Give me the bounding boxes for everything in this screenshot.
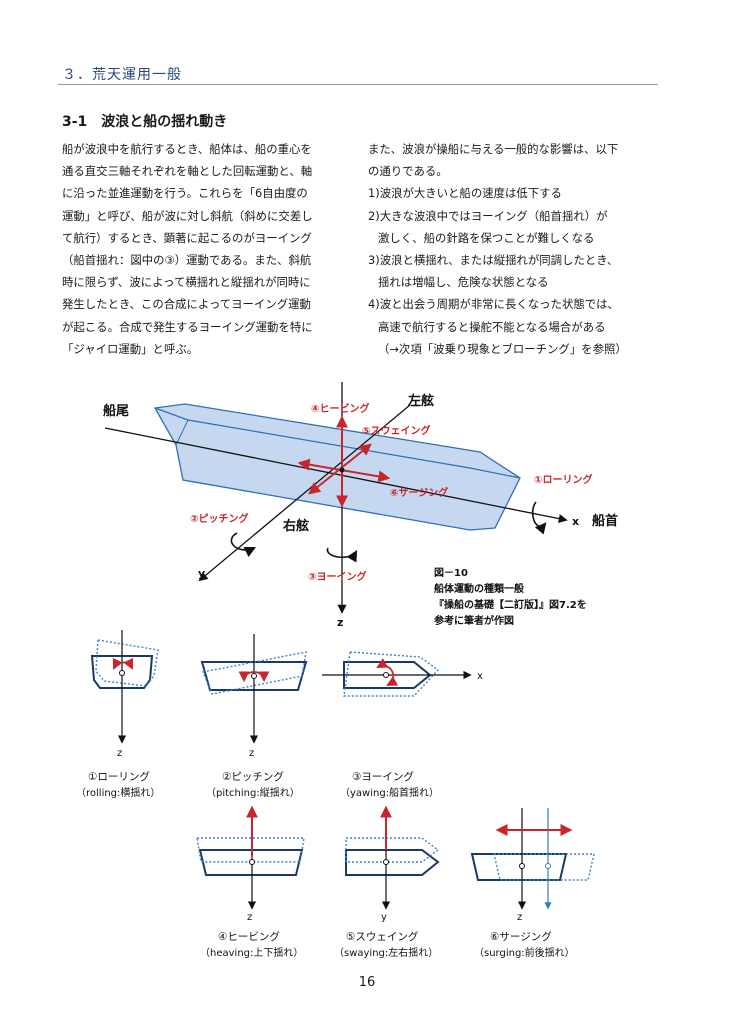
body-right-column: また、波浪が操船に与える一般的な影響は、以下 の通りである。 1)波浪が大きいと… (368, 138, 627, 360)
body-left-column: 船が波浪中を航行するとき、船体は、船の重心を 通る直交三軸それぞれを軸とした回転… (62, 138, 313, 360)
stern-label: 船尾 (103, 403, 129, 419)
chapter-title: ３．荒天運用一般 (62, 67, 182, 83)
body-line: 発生したとき、この合成によってヨーイング運動 (62, 297, 311, 312)
figure-caption: 図－10 船体運動の種類一般 『操船の基礎【二訂版】』図7.2を 参考に筆者が作… (434, 567, 587, 627)
list-item-continuation: 高速で航行すると操舵不能となる場合がある (378, 319, 606, 334)
list-item-continuation: 揺れは増幅し、危険な状態となる (378, 275, 549, 290)
svg-text:図－10: 図－10 (434, 567, 468, 579)
starboard-label: 右舷 (282, 518, 309, 534)
heaving-label: ④ヒービング (311, 402, 369, 415)
yawing-rotation-icon (326, 547, 358, 563)
reference-note: （→次項「波乗り現象とブローチング」を参照） (378, 341, 627, 356)
yawing-label: ③ヨーイング (308, 570, 366, 583)
body-line: 時に限らず、波によって横揺れと縦揺れが同時に (62, 275, 311, 290)
z-axis-label: z (337, 616, 343, 629)
list-item-continuation: 激しく、船の針路を保つことが難しくなる (378, 230, 595, 245)
svg-text:⑤スウェイング: ⑤スウェイング (346, 930, 419, 943)
body-line: の通りである。 (368, 164, 448, 179)
svg-text:（swaying:左右揺れ）: （swaying:左右揺れ） (334, 946, 438, 959)
rolling-rotation-icon (531, 501, 547, 535)
svg-text:（pitching:縦揺れ）: （pitching:縦揺れ） (206, 786, 300, 799)
pitching-rotation-icon (230, 532, 257, 558)
body-line: 船が波浪中を航行するとき、船体は、船の重心を (62, 142, 312, 156)
list-item: 3)波浪と横揺れ、または縦揺れが同調したとき、 (368, 252, 619, 267)
y-axis-line (198, 404, 411, 582)
body-line: 通る直交三軸それぞれを軸とした回転運動と、軸 (62, 164, 313, 179)
surging-label: ⑥サージング (390, 486, 448, 499)
swaying-subfigure: y ⑤スウェイング （swaying:左右揺れ） (334, 805, 440, 959)
motion-arrows-center (297, 415, 391, 508)
page-number: 16 (358, 975, 376, 990)
swaying-label: ⑤スウェイング (362, 424, 430, 437)
svg-text:④ヒービング: ④ヒービング (218, 930, 280, 943)
body-line: （船首揺れ：図中の③）運動である。また、斜航 (62, 252, 312, 267)
y-axis-label: y (198, 567, 205, 580)
svg-text:z: z (117, 748, 122, 759)
svg-text:『操船の基礎【二訂版】』図7.2を: 『操船の基礎【二訂版】』図7.2を (434, 598, 587, 611)
svg-text:（yawing:船首揺れ）: （yawing:船首揺れ） (340, 786, 439, 799)
svg-text:（heaving:上下揺れ）: （heaving:上下揺れ） (200, 947, 303, 959)
svg-text:z: z (247, 912, 252, 923)
svg-text:⑥サージング: ⑥サージング (490, 930, 552, 943)
chapter-rule (58, 84, 658, 85)
svg-text:②ピッチング: ②ピッチング (222, 770, 284, 783)
body-line: て航行）するとき、顕著に起こるのがヨーイング (62, 230, 312, 245)
list-item: 4)波と出会う周期が非常に長くなった状態では、 (368, 297, 619, 312)
surging-subfigure: z ⑥サージング （surging:前後揺れ） (470, 808, 595, 959)
svg-text:z: z (517, 912, 522, 923)
heaving-subfigure: z ④ヒービング （heaving:上下揺れ） (196, 805, 305, 959)
body-line: に沿った並進運動を行う。これらを「6自由度の (62, 186, 308, 201)
x-axis-label: x (572, 515, 579, 528)
svg-text:参考に筆者が作図: 参考に筆者が作図 (434, 614, 514, 627)
svg-text:③ヨーイング: ③ヨーイング (352, 770, 414, 783)
list-item: 1)波浪が大きいと船の速度は低下する (368, 186, 562, 201)
body-line: 運動」と呼び、船が波に対し斜航（斜めに交差し (62, 208, 313, 223)
list-item: 2)大きな波浪中ではヨーイング（船首揺れ）が (368, 208, 608, 223)
port-label: 左舷 (408, 393, 434, 409)
rolling-subfigure: z ①ローリング （rolling:横揺れ） (76, 630, 160, 799)
pitching-subfigure: z ②ピッチング （pitching:縦揺れ） (200, 634, 308, 799)
svg-text:y: y (381, 912, 387, 923)
svg-text:船体運動の種類一般: 船体運動の種類一般 (434, 582, 524, 595)
pitching-label: ②ピッチング (190, 512, 248, 525)
bow-label: 船首 (592, 513, 618, 529)
svg-text:（surging:前後揺れ）: （surging:前後揺れ） (474, 946, 575, 959)
yawing-subfigure: x ③ヨーイング （yawing:船首揺れ） (322, 651, 483, 799)
svg-text:（rolling:横揺れ）: （rolling:横揺れ） (76, 786, 160, 799)
rolling-label: ①ローリング (534, 473, 592, 486)
svg-text:x: x (477, 671, 483, 682)
body-line: また、波浪が操船に与える一般的な影響は、以下 (368, 142, 619, 156)
body-line: が起こる。合成で発生するヨーイング運動を特に (62, 319, 313, 334)
body-line: 「ジャイロ運動」と呼ぶ。 (62, 341, 199, 356)
section-title: 3-1 波浪と船の揺れ動き (62, 114, 228, 130)
svg-text:z: z (249, 748, 254, 759)
svg-text:①ローリング: ①ローリング (88, 770, 150, 783)
ship-hull-3d (153, 403, 521, 531)
